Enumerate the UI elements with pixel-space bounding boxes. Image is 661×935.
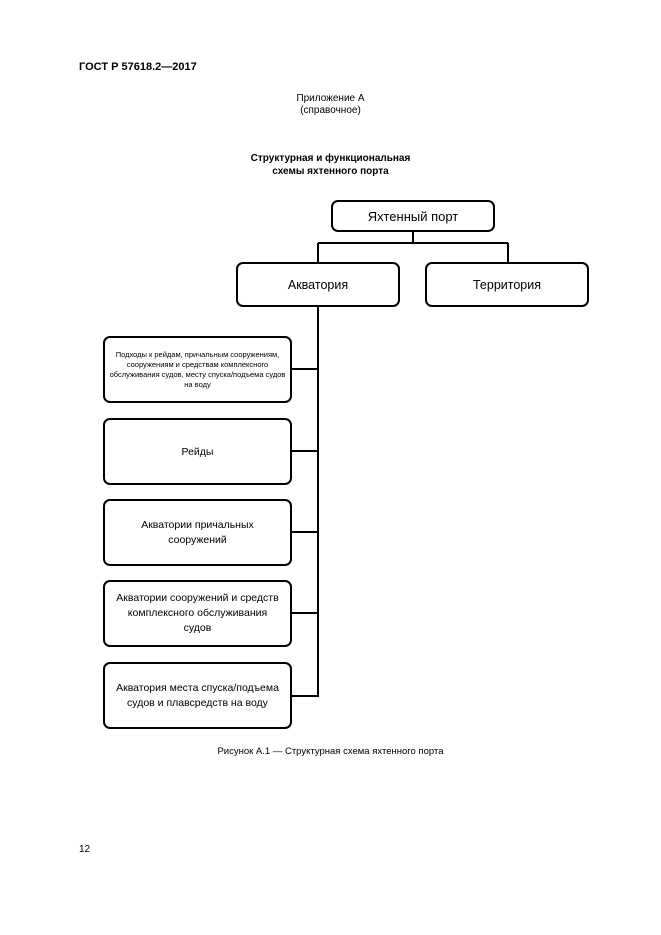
node-territory: Территория	[425, 262, 589, 307]
node-approaches-label: Подходы к рейдам, причальным сооружениям…	[109, 349, 286, 389]
node-roadsteads: Рейды	[103, 418, 292, 485]
appendix-note: (справочное)	[300, 105, 361, 116]
scheme-title-line2: схемы яхтенного порта	[272, 166, 389, 177]
figure-caption: Рисунок А.1 — Структурная схема яхтенног…	[217, 746, 444, 757]
page-number: 12	[79, 844, 91, 855]
node-water-area-label: Акватория	[287, 277, 349, 292]
node-service-waters-label: Акватории сооружений и средств комплексн…	[116, 592, 279, 634]
node-berth-waters-label: Акватории причальных сооружений	[141, 518, 254, 546]
node-launch-waters: Акватория места спуска/подъема судов и п…	[103, 662, 292, 729]
node-service-waters: Акватории сооружений и средств комплексн…	[103, 580, 292, 647]
appendix-title: Приложение А	[296, 93, 365, 104]
node-launch-waters-label: Акватория места спуска/подъема судов и п…	[116, 681, 279, 709]
node-territory-label: Территория	[472, 277, 541, 292]
scheme-title-line1: Структурная и функциональная	[250, 153, 411, 164]
node-roadsteads-label: Рейды	[181, 445, 214, 458]
node-approaches: Подходы к рейдам, причальным сооружениям…	[103, 336, 292, 403]
document-code: ГОСТ Р 57618.2—2017	[79, 61, 197, 73]
node-yacht-port-label: Яхтенный порт	[367, 208, 459, 224]
node-yacht-port: Яхтенный порт	[331, 200, 495, 232]
node-water-area: Акватория	[236, 262, 400, 307]
node-berth-waters: Акватории причальных сооружений	[103, 499, 292, 566]
